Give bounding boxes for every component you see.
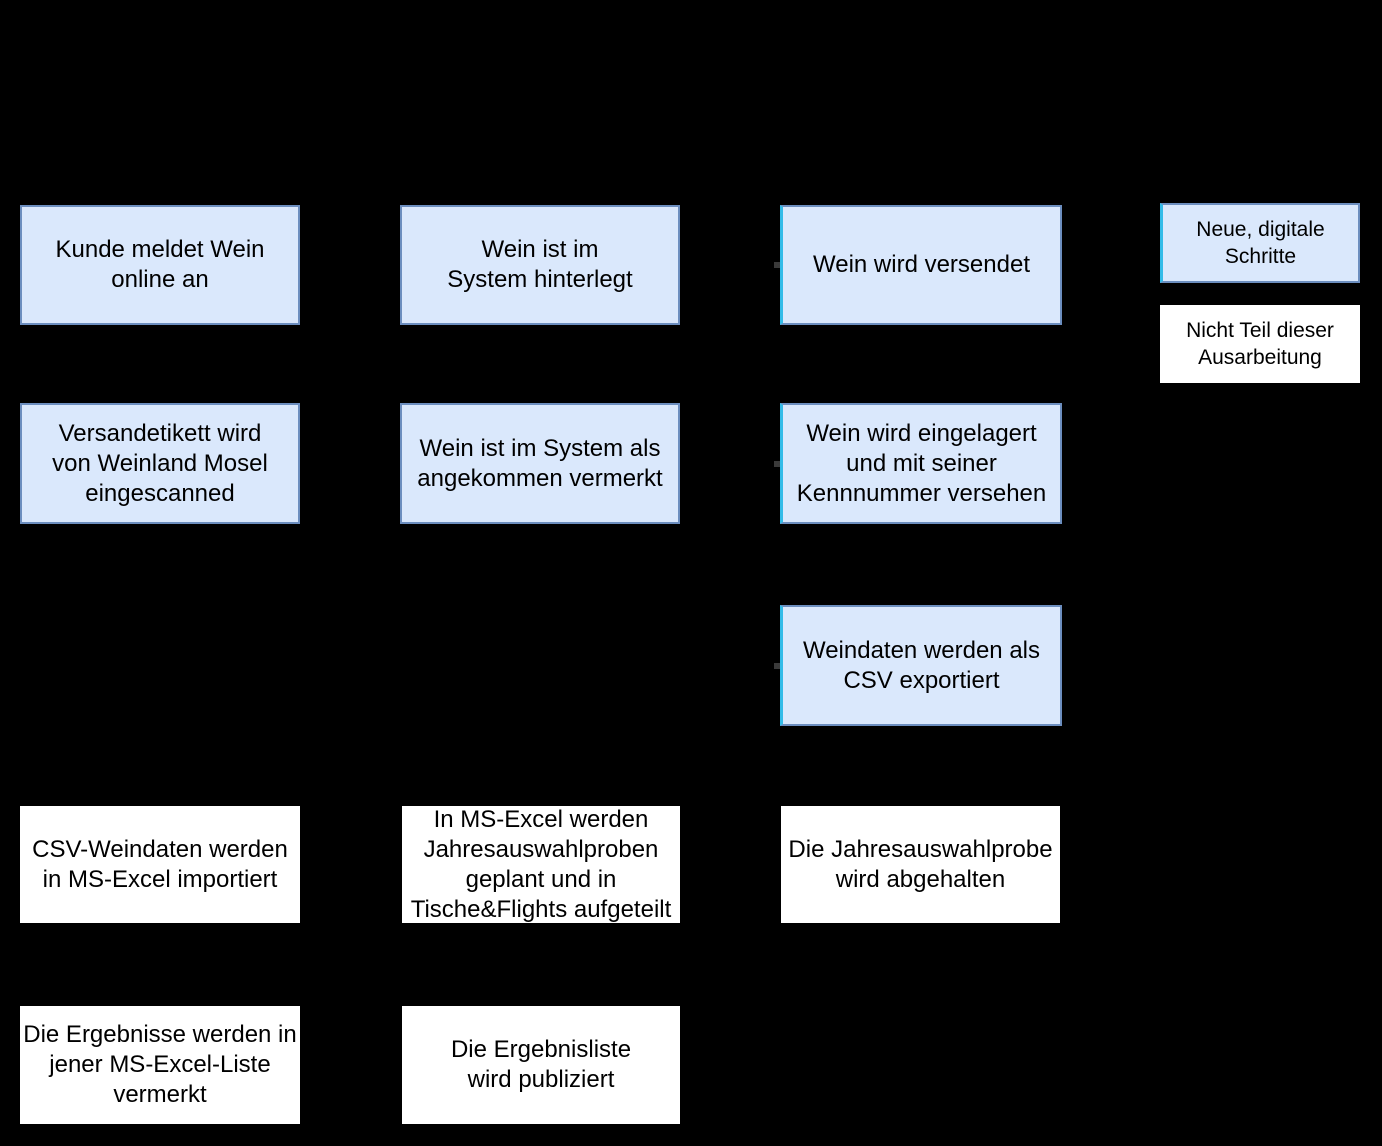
node-label: In MS-Excel werden Jahresauswahlproben g… [410,805,672,923]
node-label: CSV-Weindaten werden in MS-Excel importi… [32,835,288,893]
node-kunde-meldet-wein-online-an: Kunde meldet Wein online an [20,205,300,325]
node-label: Wein wird eingelagert und mit seiner Ken… [796,419,1047,507]
node-als-angekommen-vermerkt: Wein ist im System als angekommen vermer… [400,403,680,524]
legend-item-digital-steps: Neue, digitale Schritte [1160,203,1360,283]
node-ergebnisliste-publiziert: Die Ergebnisliste wird publiziert [402,1006,680,1124]
node-label: Wein ist im System als angekommen vermer… [417,434,663,492]
node-wein-wird-eingelagert: Wein wird eingelagert und mit seiner Ken… [774,403,1062,524]
node-label: Die Ergebnisliste wird publiziert [450,1036,632,1093]
node-ergebnisse-vermerkt: Die Ergebnisse werden in jener MS-Excel-… [20,1006,300,1124]
node-label: Weindaten werden als CSV exportiert [802,636,1041,694]
node-weindaten-csv-export: Weindaten werden als CSV exportiert [774,605,1062,726]
node-label: Die Jahresauswahlprobe wird abgehalten [788,835,1053,893]
node-label: Die Ergebnisse werden in jener MS-Excel-… [23,1021,297,1108]
legend-label: Neue, digitale Schritte [1196,218,1325,268]
node-versandetikett-eingescanned: Versandetikett wird von Weinland Mosel e… [20,403,300,524]
legend-item-not-part-of-elaboration: Nicht Teil dieser Ausarbeitung [1160,305,1360,383]
node-label: Versandetikett wird von Weinland Mosel e… [52,419,268,507]
node-label: Wein wird versendet [813,251,1030,278]
node-excel-jahresauswahlproben-planung: In MS-Excel werden Jahresauswahlproben g… [402,806,680,923]
node-wein-ist-im-system-hinterlegt: Wein ist im System hinterlegt [400,205,680,325]
node-label: Wein ist im System hinterlegt [447,236,633,293]
node-csv-weindaten-import: CSV-Weindaten werden in MS-Excel importi… [20,806,300,923]
node-label: Kunde meldet Wein online an [55,236,265,293]
legend-label: Nicht Teil dieser Ausarbeitung [1186,319,1334,369]
node-jahresauswahlprobe-abgehalten: Die Jahresauswahlprobe wird abgehalten [781,806,1060,923]
node-wein-wird-versendet: Wein wird versendet [774,205,1062,325]
